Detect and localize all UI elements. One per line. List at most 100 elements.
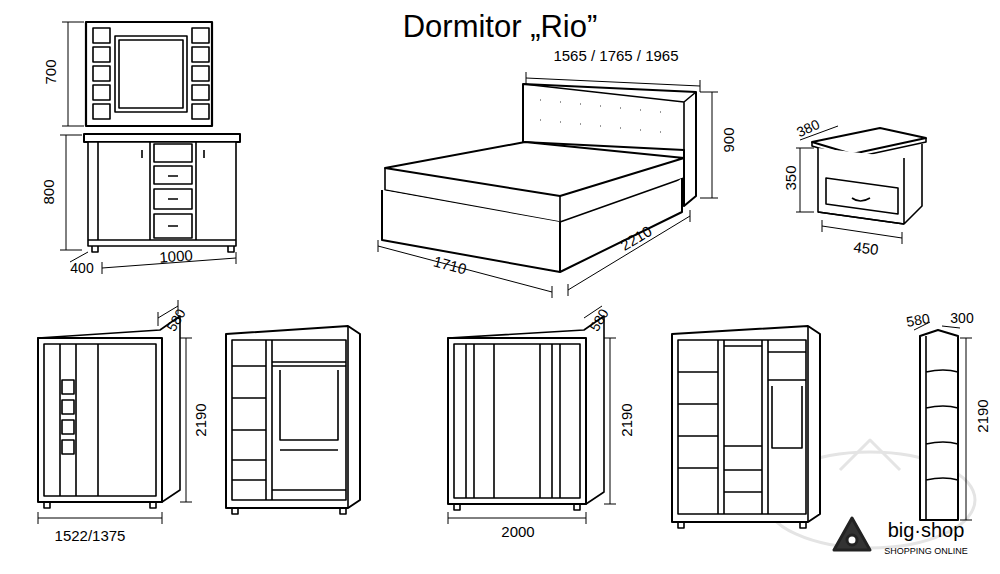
wardrobe-drawing [44,344,156,496]
nightstand-drawing [852,198,870,201]
dimension-line [914,322,972,520]
dresser-drawing [142,150,204,226]
wardrobe-drawing [454,504,580,510]
logo-subtext: SHOPPING ONLINE [884,547,968,556]
dresser-drawing [154,144,192,162]
dimension-line [448,306,616,524]
wardrobe-drawing [448,316,604,510]
dresser-drawing [84,134,240,252]
wardrobe-open-drawing [232,326,348,508]
mirror-drawing [93,85,110,100]
logo-text: big·shop [888,520,965,540]
dimension-line [378,240,552,298]
logo-icon [847,535,857,545]
wardrobe-open-drawing [772,386,802,448]
nightstand-drawing [818,178,904,224]
dimension-label: 380 [794,117,821,140]
corner-shelf-drawing [926,336,958,520]
dimension-label: 2000 [501,524,534,539]
dimension-line [70,252,236,274]
wardrobe-drawing [62,380,74,454]
wardrobe-open-drawing [226,326,360,508]
wardrobe-drawing [448,338,586,504]
bed-drawing [540,100,661,132]
dimension-line [796,126,902,244]
mirror-drawing [192,47,209,62]
dimension-line [38,512,162,524]
dimension-label: 400 [70,261,93,275]
mirror-drawing [192,85,209,100]
mirror-drawing [192,104,209,119]
nightstand-drawing [812,128,926,224]
wardrobe-open-drawing [232,508,346,514]
dimension-line [568,210,690,296]
dimension-line [960,338,972,520]
wardrobe-drawing [38,316,180,502]
bed-drawing [540,100,661,132]
bed-drawing [382,84,696,272]
dimension-line [180,338,192,502]
wardrobe-open-drawing [678,522,806,528]
bed-drawing [385,142,684,196]
mirror-drawing [93,104,110,119]
dresser-drawing [88,142,236,246]
dimension-label: 800 [41,179,56,204]
wardrobe-drawing [38,338,162,502]
wardrobe-open-drawing [678,326,808,522]
bed-drawing [382,178,682,272]
dimension-line [378,72,718,298]
dimension-label: 1522/1375 [55,528,126,543]
dimension-label: 450 [853,239,880,257]
wardrobe-open-drawing [678,346,806,492]
mirror-drawing [93,28,110,43]
dimension-line [38,300,192,524]
nightstand-drawing [818,144,922,224]
mirror-drawing [192,66,209,81]
dimension-label: 350 [783,165,798,190]
corner-shelf-drawing [920,330,958,520]
title: Dormitor „Rio” [403,11,598,42]
mirror-drawing [115,36,187,112]
dimension-label: 2190 [619,403,634,436]
dimension-label: 900 [721,127,736,152]
dimension-label: 580 [905,311,930,329]
wardrobe-open-drawing [672,326,820,528]
dimension-line [796,148,814,212]
logo-icon [834,518,870,550]
mirror-drawing [93,66,110,81]
dresser-drawing [154,166,192,184]
dimension-label: 300 [950,311,973,325]
wardrobe-open-drawing [672,326,820,522]
corner-shelf-drawing [920,330,958,520]
dimension-label: 2190 [193,403,208,436]
bed-drawing [523,84,696,150]
dresser-drawing [84,134,240,142]
dimension-label: 1000 [159,247,193,264]
mirror-drawing [86,22,212,126]
dresser-drawing [88,142,236,240]
dimension-line [62,22,84,126]
logo-icon [834,518,870,550]
dimension-label: 1710 [432,253,468,276]
mirror-drawing [119,40,183,108]
dimension-line [60,22,236,274]
wardrobe-drawing [38,316,180,508]
dimension-line [700,92,718,198]
wardrobe-open-drawing [232,362,346,490]
watermark [840,440,900,470]
wardrobe-drawing [454,344,580,498]
dimension-label: 1565 / 1765 / 1965 [553,48,678,63]
mirror-drawing [192,28,209,43]
dimension-label: 2190 [975,399,990,432]
mirror-drawing [86,22,212,126]
wardrobe-drawing [448,316,604,504]
wardrobe-open-drawing [280,370,338,450]
dimension-label: 700 [43,59,58,84]
wardrobe-drawing [44,502,156,508]
dimension-line [448,512,586,524]
dimension-line [604,338,616,504]
wardrobe-open-drawing [226,326,360,514]
dimension-line [60,135,82,250]
